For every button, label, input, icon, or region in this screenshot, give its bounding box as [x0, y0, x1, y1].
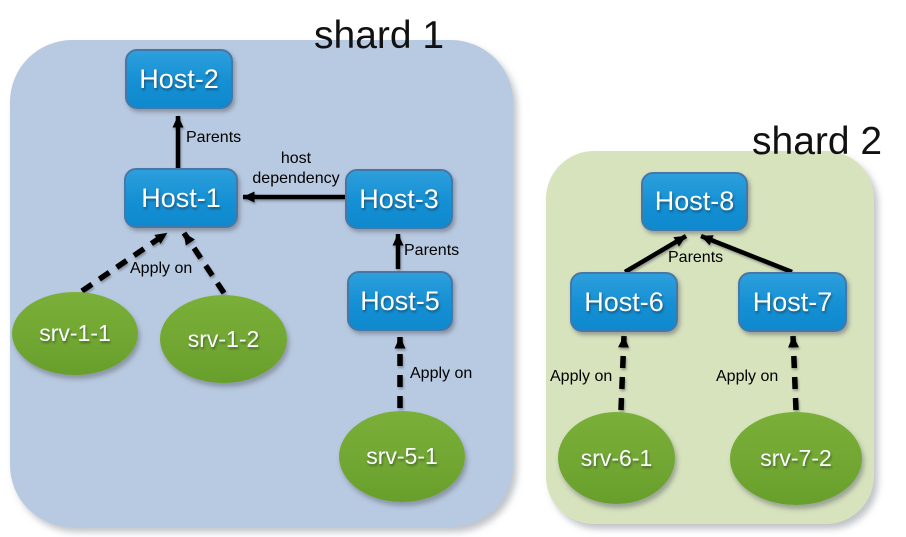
node-host-7: Host-7 [738, 272, 847, 332]
node-host-8: Host-8 [641, 172, 748, 231]
node-srv-6-1: srv-6-1 [558, 412, 675, 504]
node-host-3: Host-3 [345, 169, 453, 229]
label-apply-on-srv-7-2: Apply on [716, 368, 779, 385]
node-host-5: Host-5 [347, 271, 453, 331]
label-apply-on-srv-6-1: Apply on [550, 368, 613, 385]
label-parents-shard2: Parents [668, 249, 724, 266]
node-host-1: Host-1 [124, 168, 238, 228]
node-srv-5-1: srv-5-1 [339, 411, 465, 502]
label-apply-on-shard1-services: Apply on [130, 260, 193, 277]
node-srv-1-1: srv-1-1 [12, 292, 138, 375]
shard-1-title: shard 1 [314, 14, 445, 57]
label-apply-on-srv-5-1: Apply on [410, 365, 473, 382]
node-host-6: Host-6 [570, 272, 678, 332]
label-host-dependency-line2: dependency [252, 170, 340, 187]
node-srv-7-2: srv-7-2 [730, 412, 862, 505]
node-srv-1-2: srv-1-2 [160, 295, 287, 383]
label-parents-host1-host2: Parents [186, 129, 242, 146]
label-host-dependency: host dependency [245, 149, 347, 189]
node-host-2: Host-2 [125, 49, 233, 109]
label-parents-host5-host3: Parents [404, 242, 460, 259]
shard-2-title: shard 2 [752, 120, 883, 163]
label-host-dependency-line1: host [280, 150, 312, 167]
